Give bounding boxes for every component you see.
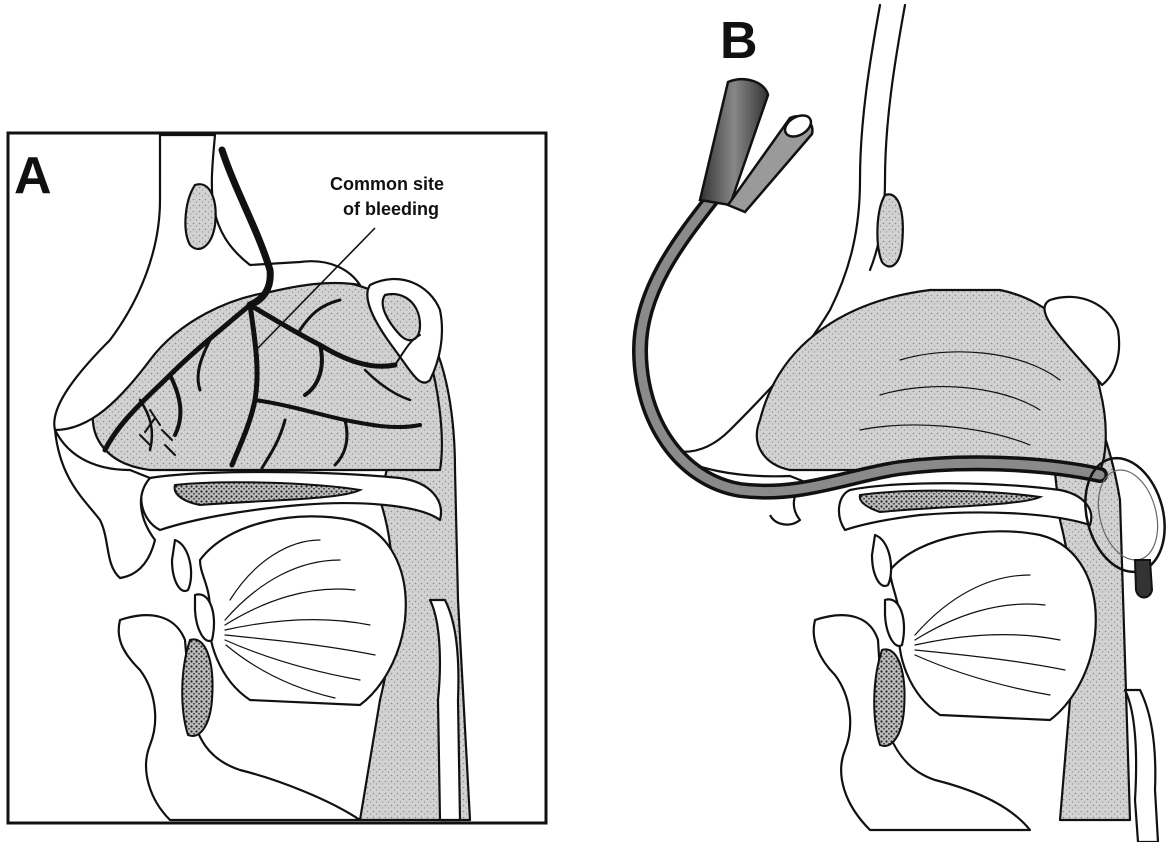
panel-a-letter: A <box>14 147 52 205</box>
tongue-b <box>890 531 1096 720</box>
callout-line-1: Common site <box>330 174 444 194</box>
catheter-tip <box>1135 560 1152 598</box>
panel-b: B <box>640 5 1170 842</box>
mandible-bone-b <box>874 649 904 746</box>
mandible-bone <box>182 639 212 736</box>
upper-incisor-b <box>872 535 891 586</box>
callout-line-2: of bleeding <box>343 199 439 219</box>
panel-b-letter: B <box>720 12 758 70</box>
frontal-sinus <box>185 184 215 249</box>
tongue <box>200 516 406 705</box>
frontal-sinus-b <box>877 194 902 266</box>
panel-a: A Common site of bleeding <box>8 133 546 823</box>
